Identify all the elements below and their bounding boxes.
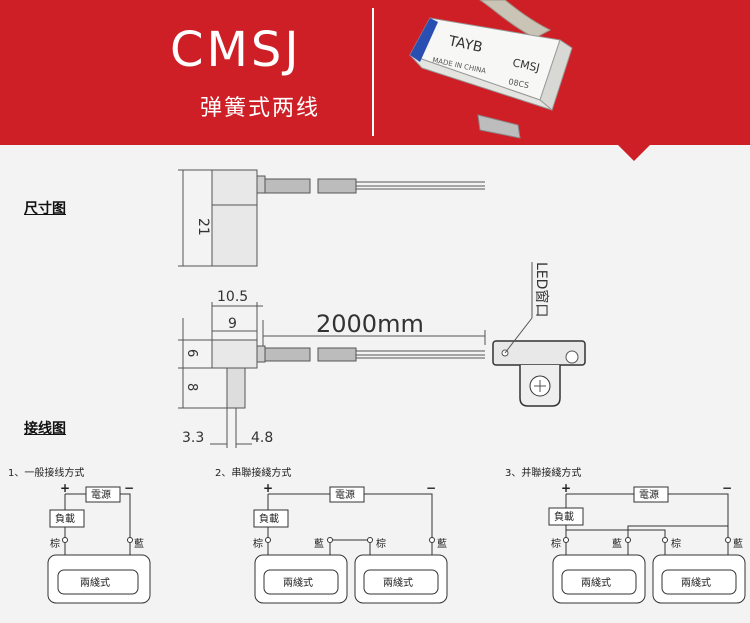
wiring-3-blue-1: 藍 [612, 537, 622, 550]
wiring-2-plus: + [263, 481, 273, 495]
header-notch [618, 145, 650, 161]
header-banner [0, 0, 750, 145]
dim-2000mm: 2000mm [316, 310, 424, 338]
wiring-diagrams: 1、一般接线方式 + − 電源 負載 棕 藍 兩綫式 2、串聯接綫方式 + − … [8, 466, 746, 604]
wiring-label: 接线图 [24, 421, 66, 437]
wiring-3-switch-1: 兩綫式 [581, 576, 611, 589]
page-subtitle: 弹簧式两线 [200, 96, 321, 121]
wiring-3-load: 負載 [554, 511, 574, 523]
wiring-2-blue-2: 藍 [437, 537, 447, 550]
wiring-2-minus: − [426, 481, 436, 495]
dim-6: 6 [184, 349, 199, 357]
wiring-1-brown: 棕 [50, 537, 60, 550]
header-divider [372, 8, 374, 136]
wiring-1-power: 電源 [91, 488, 111, 501]
wiring-3-minus: − [722, 481, 732, 495]
wiring-2-brown-2: 棕 [376, 537, 386, 550]
wiring-2-switch-1: 兩綫式 [283, 576, 313, 589]
dim-4-8: 4.8 [251, 430, 273, 446]
wiring-3-title: 3、并聯接綫方式 [505, 466, 581, 479]
wiring-2-title: 2、串聯接綫方式 [215, 466, 291, 479]
dim-3-3: 3.3 [182, 430, 204, 446]
wiring-3-brown-1: 棕 [551, 537, 561, 550]
page-title: CMSJ [170, 22, 302, 78]
product-code: 08CS [508, 77, 530, 90]
wiring-2-switch-2: 兩綫式 [383, 576, 413, 589]
wiring-2-power: 電源 [335, 488, 355, 501]
wiring-3-plus: + [561, 481, 571, 495]
product-photo: TAYB CMSJ MADE IN CHINA 08CS [409, 0, 573, 139]
led-window-label: LED窗口 [533, 262, 550, 317]
wiring-3-switch-2: 兩綫式 [681, 576, 711, 589]
dimensions-label: 尺寸图 [24, 201, 66, 217]
wiring-3-blue-2: 藍 [733, 537, 743, 550]
wiring-2-brown-1: 棕 [253, 537, 263, 550]
wiring-3-power: 電源 [639, 488, 659, 501]
wiring-1-plus: + [60, 481, 70, 495]
dim-8: 8 [184, 383, 199, 391]
wiring-3-brown-2: 棕 [671, 537, 681, 550]
wiring-1-title: 1、一般接线方式 [8, 466, 84, 479]
wiring-2-load: 負載 [259, 513, 279, 525]
dim-9: 9 [228, 316, 237, 332]
dim-10-5: 10.5 [217, 289, 248, 305]
product-model: CMSJ [511, 56, 541, 74]
wiring-1-blue: 藍 [134, 537, 144, 550]
product-brand: TAYB [446, 33, 484, 56]
wiring-1-switch: 兩綫式 [80, 576, 110, 589]
wiring-1-load: 負載 [55, 513, 75, 525]
wiring-1-minus: − [124, 481, 134, 495]
wiring-2-blue-1: 藍 [314, 537, 324, 550]
dim-21: 21 [195, 218, 211, 236]
dimension-drawing: 21 10.5 9 2000mm 6 8 3.3 4.8 LED窗口 [178, 169, 586, 448]
